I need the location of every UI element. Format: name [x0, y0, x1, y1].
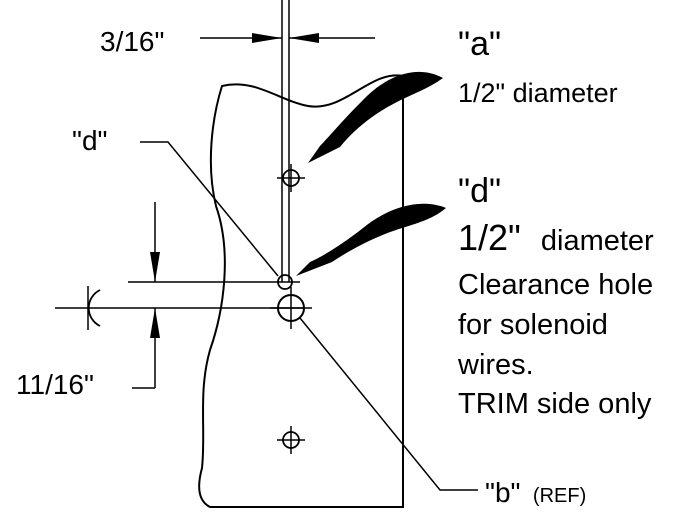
dim-left-arrow-bottom-icon: [150, 308, 160, 338]
callout-b-leader: [299, 317, 478, 491]
centerline-icon: [87, 286, 101, 330]
callout-d-size-suffix: diameter: [541, 225, 654, 257]
callout-d-note-1: Clearance hole: [458, 269, 653, 301]
curved-arrow-icon: [308, 71, 443, 163]
dim-left-label: 11/16": [16, 369, 94, 400]
callout-b-ref: (REF): [533, 485, 586, 507]
callout-d-tag: "d": [458, 172, 501, 210]
callout-d-size-line: 1/2" diameter: [458, 217, 654, 258]
centerline-arc: [87, 289, 101, 327]
callout-a-tag: "a": [458, 25, 501, 63]
hole-a-marker: [277, 164, 305, 192]
hole-lower-marker: [277, 426, 305, 454]
callout-d-left-label: "d": [72, 125, 107, 156]
dim-left-arrow-top-icon: [150, 252, 160, 282]
panel-outline: [198, 74, 404, 508]
curved-arrow-icon: [296, 203, 446, 276]
dim-top-arrow-left-icon: [252, 33, 282, 43]
callout-d-note-3: wires.: [457, 349, 534, 381]
callout-d-note-4: TRIM side only: [458, 388, 652, 420]
callout-a-size: 1/2" diameter: [458, 78, 618, 108]
dim-top-label: 3/16": [100, 26, 164, 57]
callout-d-size: 1/2": [458, 217, 521, 258]
callout-b-tag: "b": [485, 477, 520, 508]
dim-top-arrow-right-icon: [289, 33, 319, 43]
callout-d-left-leader: [140, 141, 279, 277]
callout-b-label: "b" (REF): [485, 477, 586, 508]
callout-d-note-2: for solenoid: [458, 309, 608, 341]
